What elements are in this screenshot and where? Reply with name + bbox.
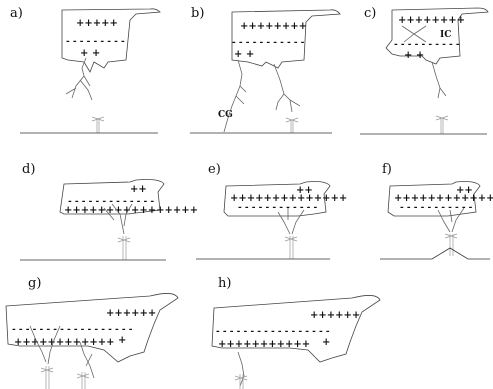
panel-label-f: f) <box>382 162 392 177</box>
panel-c: c) ++++++++ IC - - - - - - - - - - + + <box>360 6 489 135</box>
leader-g <box>29 325 95 379</box>
tower-a <box>91 116 105 133</box>
positive-layer-e: ++++++++++++++ <box>230 193 347 204</box>
lower-charge-b: + + <box>234 49 254 60</box>
cloud-a <box>61 8 161 73</box>
panel-label-c: c) <box>364 6 376 21</box>
cloud-b <box>231 9 341 69</box>
cloud-g <box>5 293 179 363</box>
negative-layer-d: - - - - - - - - - - - - - <box>68 197 154 207</box>
cloud-h <box>211 295 381 363</box>
upper-charge-b: ++++++++ <box>240 21 307 32</box>
panel-label-h: h) <box>218 276 231 291</box>
tower-c <box>435 115 449 134</box>
leader-d <box>103 203 133 235</box>
annotation-ic: IC <box>440 30 451 40</box>
panel-g: g) ++++++ - - - - - - - - - - - - - - - … <box>5 276 179 389</box>
lower-charge-g: ++++++++++++ <box>14 337 115 348</box>
upper-charge-e: ++ <box>296 185 313 196</box>
panel-d: d) ++ - - - - - - - - - - - - - ++++++++… <box>20 162 198 261</box>
negative-layer-h: - - - - - - - - - - - - - - - - - <box>216 327 330 337</box>
ground-leader-b <box>223 59 247 133</box>
upward-leader-c <box>431 61 447 99</box>
ground-f <box>380 247 490 260</box>
panel-label-a: a) <box>10 6 23 21</box>
negative-layer-e: - - - - - - - - - - - - <box>238 203 318 213</box>
center-charge-h: + <box>322 337 330 348</box>
intracloud-flash-c <box>401 25 427 43</box>
tower-f <box>444 233 458 256</box>
panel-b: b) ++++++++ - - - - - - - - - - - + + CG <box>190 6 341 134</box>
cloud-f <box>387 181 481 217</box>
negative-layer-g: - - - - - - - - - - - - - - - - - - <box>12 325 133 335</box>
panel-h: h) ++++++ - - - - - - - - - - - - - - - … <box>211 276 381 389</box>
lower-charge-h: +++++++++++ <box>218 339 310 350</box>
panel-a: a) +++++ - - - - - - - - - + + <box>10 6 161 134</box>
panel-label-g: g) <box>28 276 41 291</box>
panel-label-e: e) <box>208 162 221 177</box>
lower-charge-c: + + <box>404 50 424 61</box>
tower-d <box>117 236 131 260</box>
tower-h <box>234 374 248 389</box>
leader-a <box>65 57 93 101</box>
cloud-d <box>59 179 165 215</box>
annotation-cg: CG <box>218 110 233 120</box>
leader-h <box>237 351 245 387</box>
secondary-leader-b <box>273 63 301 113</box>
panel-label-b: b) <box>191 6 204 21</box>
negative-layer-b: - - - - - - - - - - - <box>232 38 305 48</box>
lower-charge-a: + + <box>80 48 100 59</box>
leader-e <box>277 208 305 235</box>
tower-b <box>285 117 299 133</box>
negative-layer-c: - - - - - - - - - - <box>394 40 460 50</box>
tower-e <box>284 236 298 259</box>
panel-label-d: d) <box>22 162 35 177</box>
tower-g-right <box>76 372 90 389</box>
tower-g-left <box>40 366 54 389</box>
upper-charge-c: ++++++++ <box>398 15 465 26</box>
upper-charge-h: ++++++ <box>310 310 360 321</box>
negative-layer-f: - - - - - - - - - - - <box>400 203 473 213</box>
lower-charge-d: ++++++++++++++++ <box>64 205 198 216</box>
positive-layer-f: ++++++++++++ <box>394 193 493 204</box>
upper-charge-a: +++++ <box>76 18 118 29</box>
upper-charge-g: ++++++ <box>106 308 156 319</box>
negative-layer-a: - - - - - - - - - <box>66 37 125 47</box>
center-charge-g: + <box>118 335 126 346</box>
panel-e: e) ++ ++++++++++++++ - - - - - - - - - -… <box>196 162 347 260</box>
upper-charge-d: ++ <box>130 184 147 195</box>
panel-f: f) ++ ++++++++++++ - - - - - - - - - - - <box>380 162 493 260</box>
cloud-c <box>385 7 489 65</box>
leader-f <box>437 207 465 233</box>
upper-charge-f: ++ <box>456 185 473 196</box>
